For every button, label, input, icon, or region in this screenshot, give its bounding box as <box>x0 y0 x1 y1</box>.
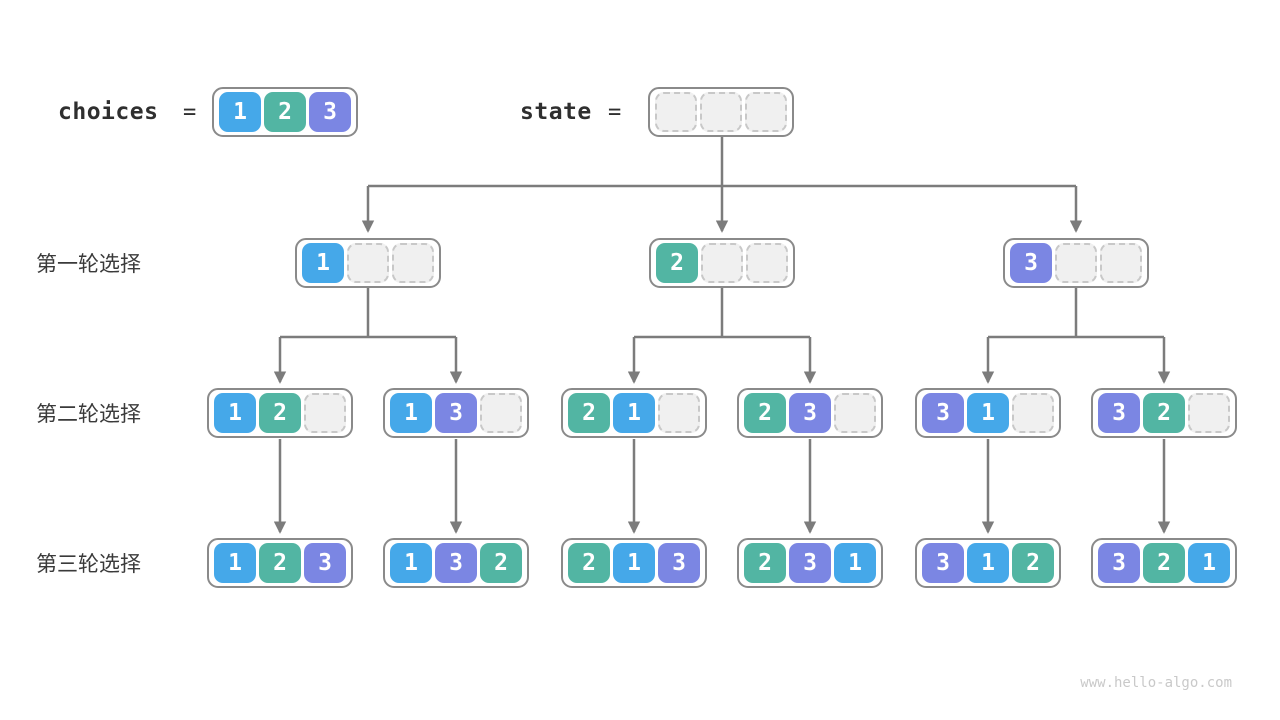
choices-label: choices <box>58 99 159 125</box>
row-label-round-2: 第二轮选择 <box>36 403 141 426</box>
cell-empty <box>1100 243 1142 283</box>
cell-1: 1 <box>1188 543 1230 583</box>
cell-3: 3 <box>658 543 700 583</box>
cell-3: 3 <box>922 393 964 433</box>
cell-empty <box>655 92 697 132</box>
cell-2: 2 <box>1012 543 1054 583</box>
cell-2: 2 <box>1143 393 1185 433</box>
cell-3: 3 <box>1010 243 1052 283</box>
cell-empty <box>700 92 742 132</box>
cell-empty <box>746 243 788 283</box>
cell-1: 1 <box>834 543 876 583</box>
cell-empty <box>304 393 346 433</box>
cell-1: 1 <box>390 393 432 433</box>
cell-empty <box>745 92 787 132</box>
cell-2: 2 <box>1143 543 1185 583</box>
cell-empty <box>701 243 743 283</box>
cell-1: 1 <box>219 92 261 132</box>
state-equals-sign: = <box>608 99 622 125</box>
state-box-round1-2: 2 <box>649 238 795 288</box>
row-label-round-3: 第三轮选择 <box>36 553 141 576</box>
row-label-round-1: 第一轮选择 <box>36 253 141 276</box>
cell-2: 2 <box>744 543 786 583</box>
cell-3: 3 <box>304 543 346 583</box>
cell-2: 2 <box>568 393 610 433</box>
cell-2: 2 <box>259 393 301 433</box>
cell-empty <box>1055 243 1097 283</box>
cell-1: 1 <box>613 543 655 583</box>
cell-1: 1 <box>390 543 432 583</box>
cell-2: 2 <box>568 543 610 583</box>
cell-empty <box>1188 393 1230 433</box>
cell-1: 1 <box>967 393 1009 433</box>
cell-empty <box>834 393 876 433</box>
state-box-round1-3: 3 <box>1003 238 1149 288</box>
state-box-round1-1: 1 <box>295 238 441 288</box>
cell-3: 3 <box>435 393 477 433</box>
cell-3: 3 <box>922 543 964 583</box>
cell-1: 1 <box>214 543 256 583</box>
cell-1: 1 <box>302 243 344 283</box>
cell-1: 1 <box>613 393 655 433</box>
cell-2: 2 <box>480 543 522 583</box>
cell-2: 2 <box>656 243 698 283</box>
cell-2: 2 <box>259 543 301 583</box>
cell-3: 3 <box>1098 393 1140 433</box>
cell-3: 3 <box>1098 543 1140 583</box>
cell-3: 3 <box>435 543 477 583</box>
choices-equals-sign: = <box>183 99 197 125</box>
cell-empty <box>1012 393 1054 433</box>
cell-3: 3 <box>309 92 351 132</box>
watermark: www.hello-algo.com <box>1080 675 1232 691</box>
cell-empty <box>480 393 522 433</box>
cell-empty <box>347 243 389 283</box>
cell-1: 1 <box>967 543 1009 583</box>
cell-3: 3 <box>789 393 831 433</box>
cell-2: 2 <box>264 92 306 132</box>
state-label: state <box>520 99 592 125</box>
cell-empty <box>658 393 700 433</box>
state-box <box>648 87 794 137</box>
cell-1: 1 <box>214 393 256 433</box>
cell-2: 2 <box>744 393 786 433</box>
tree-arrow-lines <box>273 137 1171 534</box>
cell-empty <box>392 243 434 283</box>
cell-3: 3 <box>789 543 831 583</box>
